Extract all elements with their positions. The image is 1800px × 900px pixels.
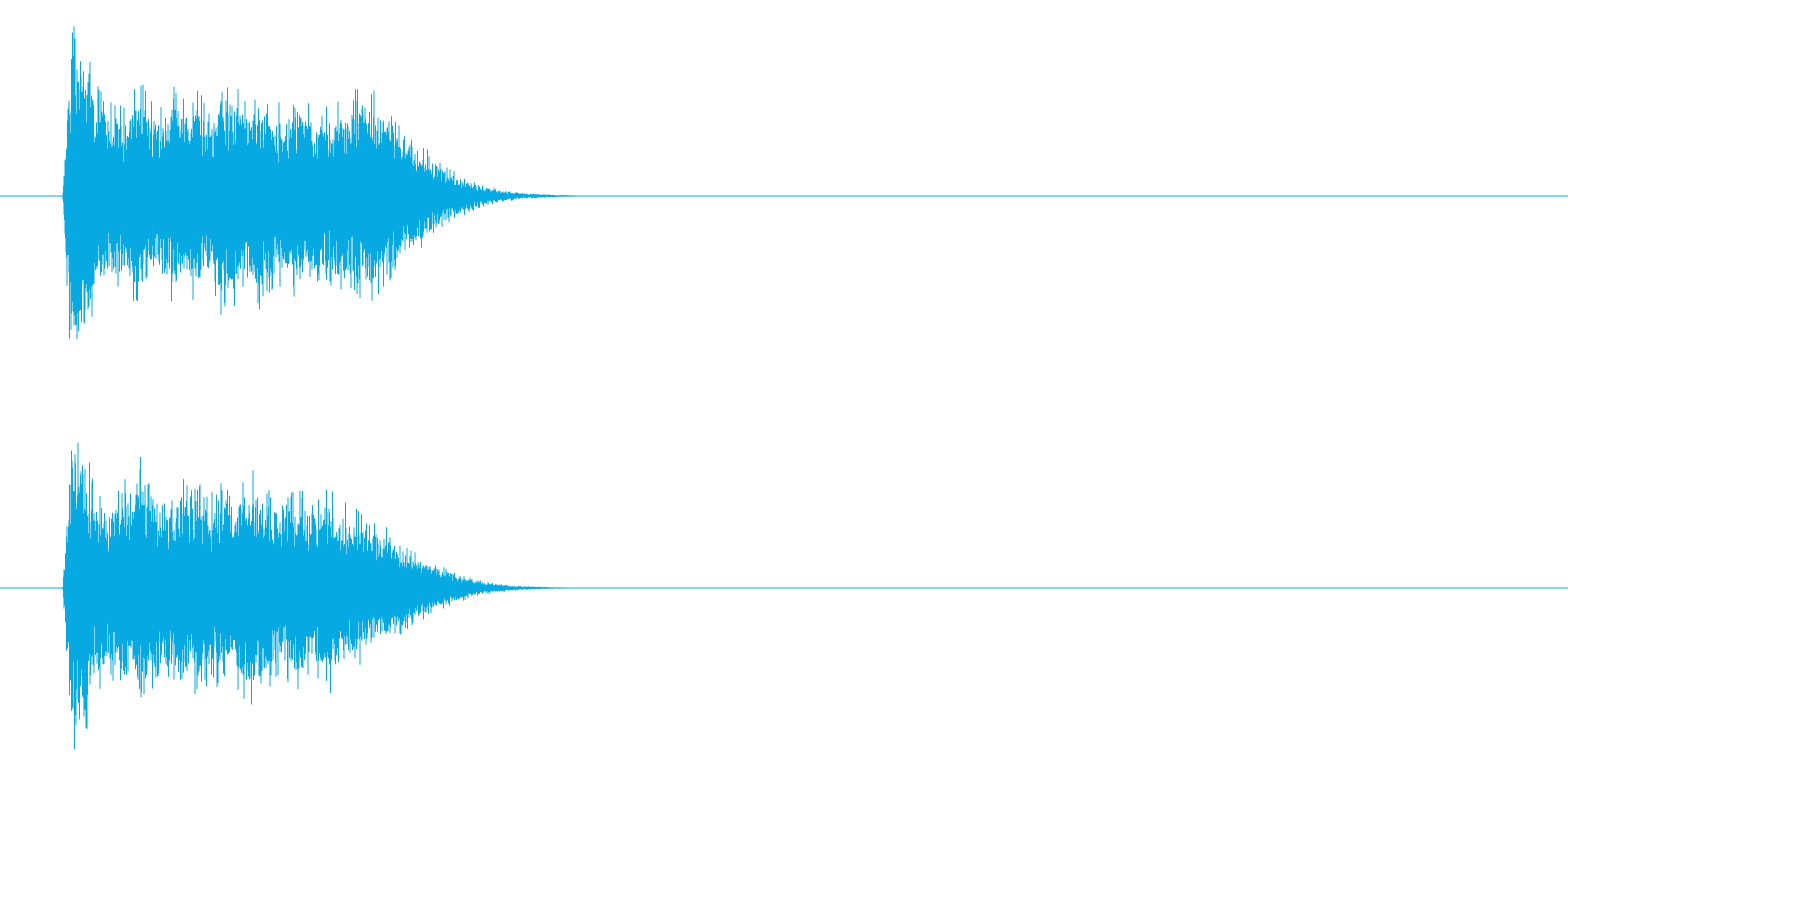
channel-2-waveform <box>62 442 576 750</box>
channel-1-waveform <box>62 26 576 340</box>
waveform-view <box>0 26 1568 750</box>
waveform-display <box>0 26 1568 750</box>
